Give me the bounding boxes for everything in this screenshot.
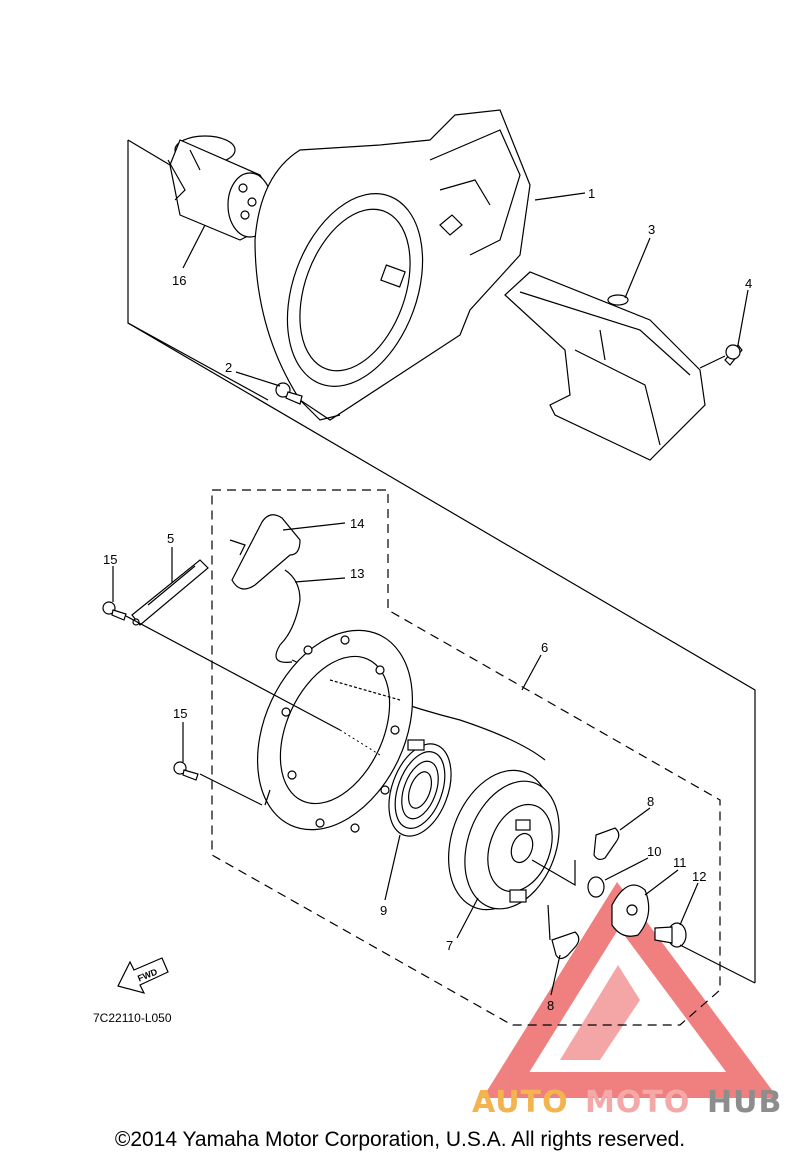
label-16: 16 <box>172 273 186 288</box>
label-8-lower: 8 <box>547 998 554 1013</box>
label-14: 14 <box>350 516 364 531</box>
label-5: 5 <box>167 531 174 546</box>
part-4-bolt <box>724 344 743 366</box>
watermark-moto: MOTO <box>585 1085 690 1120</box>
assembly-boundary <box>211 489 721 1026</box>
label-15-upper: 15 <box>103 552 117 567</box>
fwd-arrow-icon: FWD <box>117 957 169 994</box>
part-11-friction-plate <box>611 884 650 937</box>
part-9-recoil-spring <box>388 739 452 837</box>
label-7: 7 <box>446 938 453 953</box>
label-1: 1 <box>588 186 595 201</box>
label-10: 10 <box>647 844 661 859</box>
part-8-pawl-upper <box>593 827 620 861</box>
part-3-air-guide <box>504 271 706 461</box>
part-2-bolt <box>275 382 303 405</box>
part-6-starter-case <box>256 629 414 833</box>
label-3: 3 <box>648 222 655 237</box>
part-5-plate <box>131 559 209 626</box>
part-14-starter-handle <box>229 514 301 590</box>
part-10-clip <box>587 876 605 898</box>
label-15-lower: 15 <box>173 706 187 721</box>
label-2: 2 <box>225 360 232 375</box>
part-labels: 1 2 3 4 5 6 7 8 8 9 10 11 12 13 14 15 15… <box>103 186 752 1013</box>
copyright-notice: ©2014 Yamaha Motor Corporation, U.S.A. A… <box>114 1128 686 1151</box>
part-1-fan-shroud <box>254 109 531 421</box>
label-8-upper: 8 <box>647 794 654 809</box>
watermark-hub: HUB <box>707 1085 782 1120</box>
watermark-auto: AUTO <box>472 1085 569 1120</box>
part-7-sheave-drum <box>448 769 560 911</box>
watermark-logo-triangle <box>482 881 778 1098</box>
label-4: 4 <box>745 276 752 291</box>
part-12-center-bolt <box>654 922 687 948</box>
label-6: 6 <box>541 640 548 655</box>
part-15-screw-lower <box>173 761 199 781</box>
label-11: 11 <box>673 855 687 870</box>
leader-lines <box>112 192 749 996</box>
label-13: 13 <box>350 566 364 581</box>
part-8-pawl-lower <box>551 931 580 960</box>
figure-code: 7C22110-L050 <box>93 1011 172 1025</box>
part-15-screw-upper <box>102 601 127 621</box>
alignment-lines <box>125 139 756 984</box>
watermark-brand: AUTO MOTO HUB <box>472 1085 782 1120</box>
label-9: 9 <box>380 903 387 918</box>
label-12: 12 <box>692 869 706 884</box>
